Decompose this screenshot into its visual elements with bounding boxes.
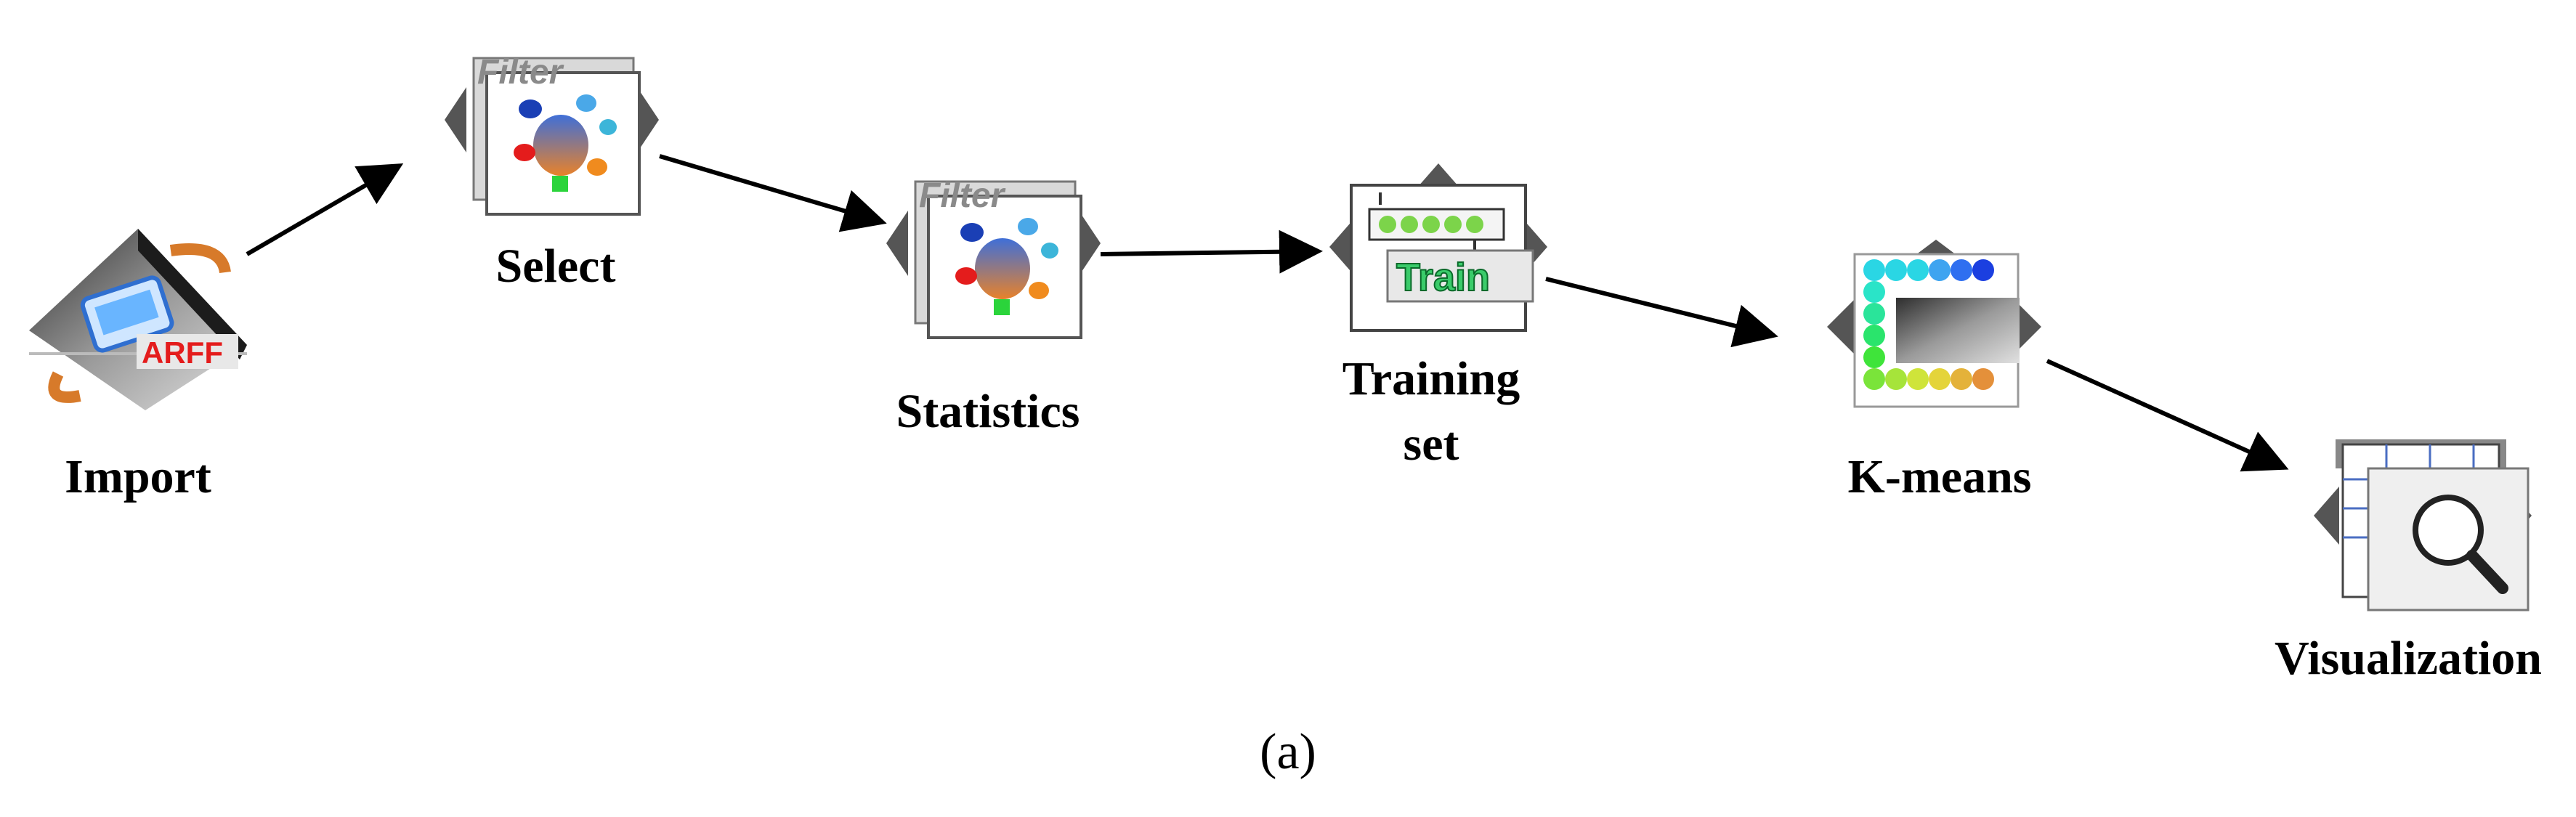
statistics-node[interactable]: Filter — [886, 176, 1101, 339]
visualization-label: Visualization — [2275, 632, 2542, 685]
filter-icon: Filter — [445, 53, 659, 216]
import-node[interactable]: ARFF — [29, 229, 247, 410]
import-label: Import — [65, 450, 211, 503]
clusterer-icon — [1827, 240, 2041, 408]
train-icon: Train — [1329, 163, 1547, 332]
training-set-node[interactable]: Train — [1329, 163, 1547, 332]
select-node[interactable]: Filter — [445, 53, 659, 216]
filter-icon: Filter — [886, 176, 1101, 339]
select-label: Select — [495, 240, 616, 293]
train-icon-text: Train — [1396, 256, 1490, 299]
statistics-label: Statistics — [896, 385, 1080, 438]
edges — [246, 154, 2289, 472]
filter-icon-text: Filter — [919, 176, 1006, 215]
edge-training-kmeans — [1545, 277, 1778, 348]
training-set-label-line1: Training — [1342, 352, 1520, 405]
filter-icon-text: Filter — [477, 53, 564, 92]
visualization-node[interactable] — [2314, 439, 2532, 611]
figure-caption: (a) — [1260, 724, 1316, 780]
edge-kmeans-visualization — [2046, 359, 2289, 472]
kmeans-label: K-means — [1847, 450, 2032, 503]
edge-import-select — [246, 163, 404, 256]
training-set-label-line2: set — [1403, 418, 1459, 471]
arff-icon-text: ARFF — [142, 336, 223, 370]
edge-statistics-training — [1100, 229, 1323, 274]
edge-select-statistics — [659, 154, 887, 232]
arff-loader-icon: ARFF — [29, 229, 247, 410]
visualizer-icon — [2314, 439, 2532, 611]
kmeans-node[interactable] — [1827, 240, 2041, 408]
